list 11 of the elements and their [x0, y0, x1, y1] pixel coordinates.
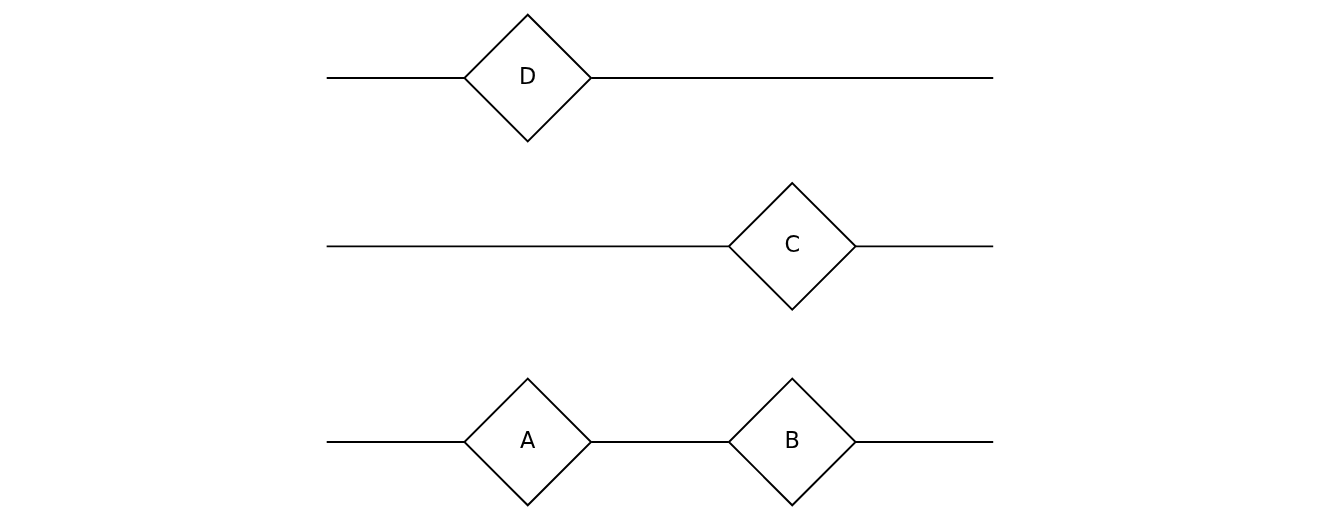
connector — [854, 245, 995, 248]
node-diamond: B — [727, 377, 857, 507]
node-diamond: A — [463, 377, 593, 507]
node-diamond: C — [727, 181, 857, 312]
connector — [325, 245, 730, 248]
connector — [854, 441, 995, 443]
node-diamond: D — [463, 13, 593, 143]
connector — [590, 77, 995, 79]
connector — [325, 441, 466, 443]
connector — [325, 77, 466, 79]
connector — [590, 441, 730, 443]
